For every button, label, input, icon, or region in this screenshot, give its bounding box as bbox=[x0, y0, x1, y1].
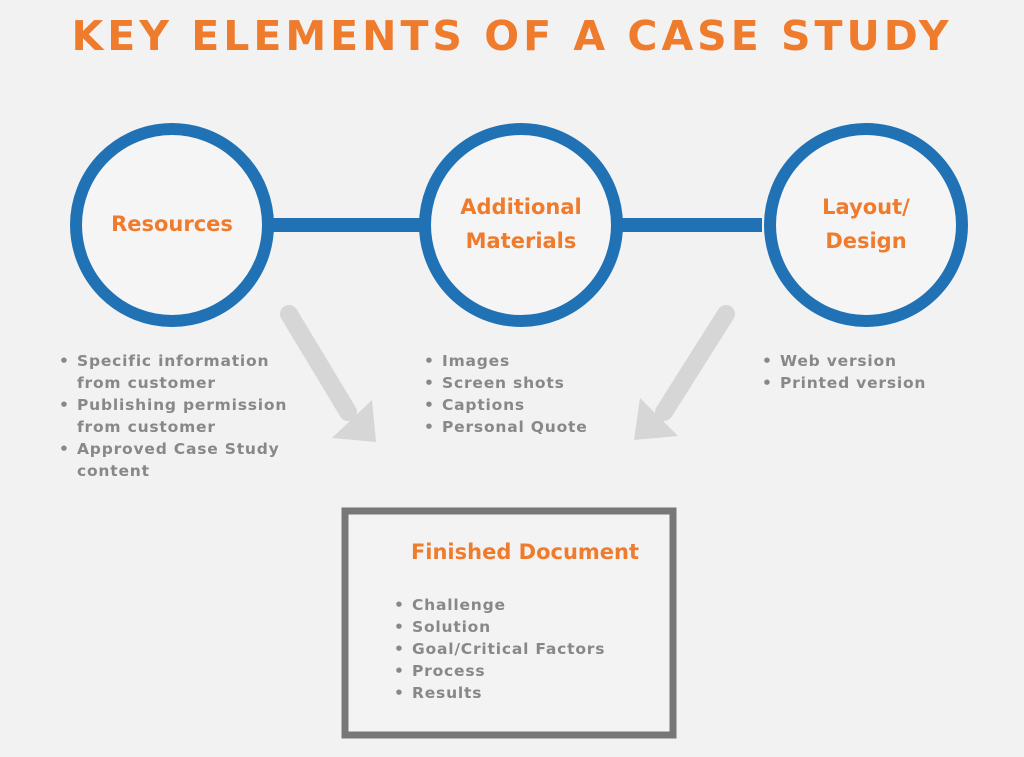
node-circle-resources bbox=[70, 123, 274, 327]
list-item: Printed version bbox=[760, 372, 1000, 394]
list-item: Captions bbox=[422, 394, 642, 416]
additional-materials-bullet-list: Images Screen shots Captions Personal Qu… bbox=[422, 350, 642, 438]
node-label-additional-materials: Additional Materials bbox=[460, 195, 582, 253]
list-item: Challenge bbox=[392, 594, 652, 616]
list-item: Goal/Critical Factors bbox=[392, 638, 652, 660]
list-item: Screen shots bbox=[422, 372, 642, 394]
node-circle-additional-materials bbox=[419, 123, 623, 327]
page-title: KEY ELEMENTS OF A CASE STUDY bbox=[71, 12, 953, 60]
arrow-left-icon bbox=[280, 305, 376, 442]
list-item: Web version bbox=[760, 350, 1000, 372]
list-item: Publishing permission from customer bbox=[57, 394, 317, 438]
list-item: Specific information from customer bbox=[57, 350, 317, 394]
node-label-resources: Resources bbox=[111, 212, 233, 236]
finished-document-bullet-list: Challenge Solution Goal/Critical Factors… bbox=[392, 594, 652, 704]
arrow-right-icon bbox=[634, 305, 735, 440]
list-item: Process bbox=[392, 660, 652, 682]
finished-document-title: Finished Document bbox=[410, 540, 640, 564]
node-label-layout-design: Layout/ Design bbox=[822, 195, 910, 253]
resources-bullet-list: Specific information from customer Publi… bbox=[57, 350, 317, 482]
list-item: Personal Quote bbox=[422, 416, 642, 438]
list-item: Results bbox=[392, 682, 652, 704]
node-circle-layout-design bbox=[764, 123, 968, 327]
list-item: Images bbox=[422, 350, 642, 372]
list-item: Solution bbox=[392, 616, 652, 638]
layout-design-bullet-list: Web version Printed version bbox=[760, 350, 1000, 394]
list-item: Approved Case Study content bbox=[57, 438, 317, 482]
